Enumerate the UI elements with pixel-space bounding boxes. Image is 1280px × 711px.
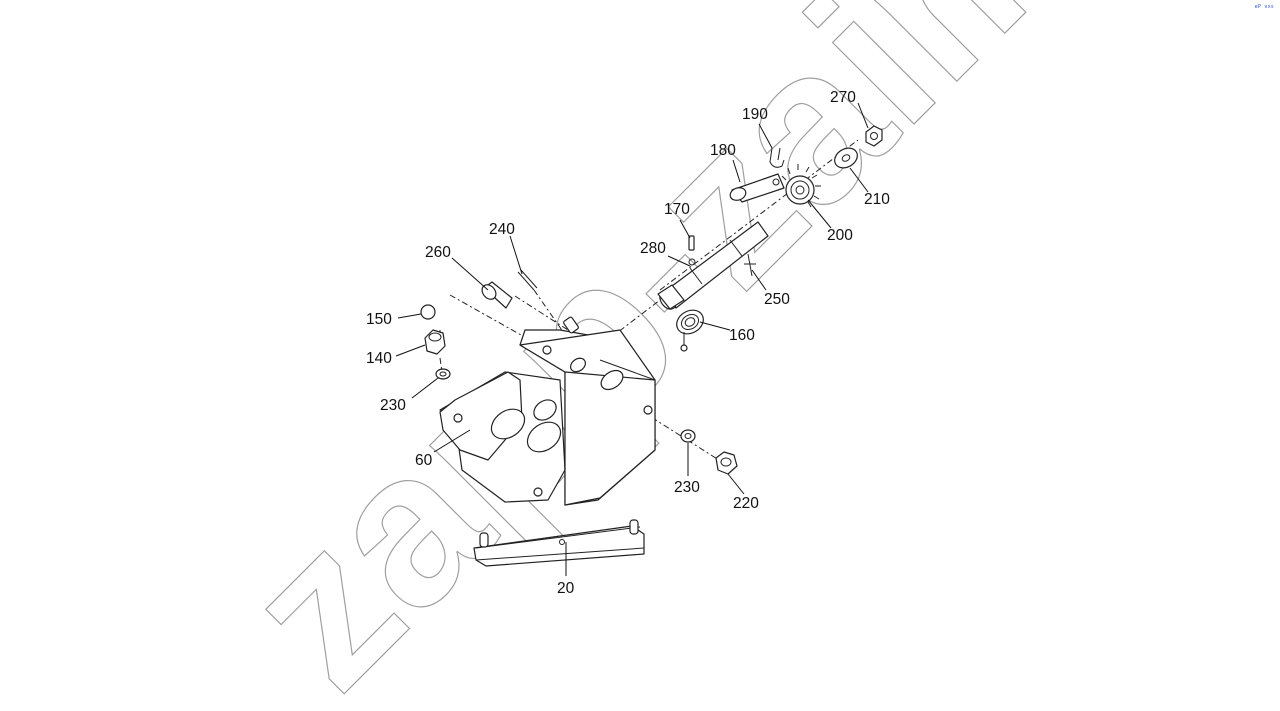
part-160-spring [676,309,704,352]
part-150-cap [420,304,436,320]
leader-lines [395,102,869,576]
callout-230-right: 230 [674,479,700,496]
callout-140: 140 [366,350,392,367]
callout-150: 150 [366,311,392,328]
part-240-pin [517,269,538,291]
part-250-pin [744,253,756,277]
callout-190: 190 [742,106,768,123]
part-180-lever [729,173,785,203]
corner-logo: eP vxs [1254,4,1274,10]
callout-250: 250 [764,291,790,308]
part-170-pin [688,235,695,251]
callout-220: 220 [733,495,759,512]
part-60-housing [439,316,656,506]
callout-270: 270 [830,89,856,106]
callout-280: 280 [640,240,666,257]
callout-labels: 270 190 180 210 200 170 240 280 260 250 … [366,89,890,597]
part-210-washer [834,147,858,169]
part-140-nut [424,329,446,355]
part-20-rail [473,519,645,567]
callout-160: 160 [729,327,755,344]
callout-20: 20 [557,580,575,597]
callout-60: 60 [415,452,433,469]
callout-170: 170 [664,201,690,218]
part-270-nut [865,125,883,147]
callout-260: 260 [425,244,451,261]
part-190-clip [769,147,785,168]
callout-230-left: 230 [380,397,406,414]
callout-200: 200 [827,227,853,244]
callout-210: 210 [864,191,890,208]
part-280-shaft [657,221,769,310]
watermark: zapp-zaim.ru [199,0,1280,711]
part-230-washer-right [680,429,696,443]
part-220-nut [715,451,738,475]
callout-240: 240 [489,221,515,238]
callout-180: 180 [710,142,736,159]
part-200-gear [781,164,821,208]
part-230-washer-left [435,368,451,380]
